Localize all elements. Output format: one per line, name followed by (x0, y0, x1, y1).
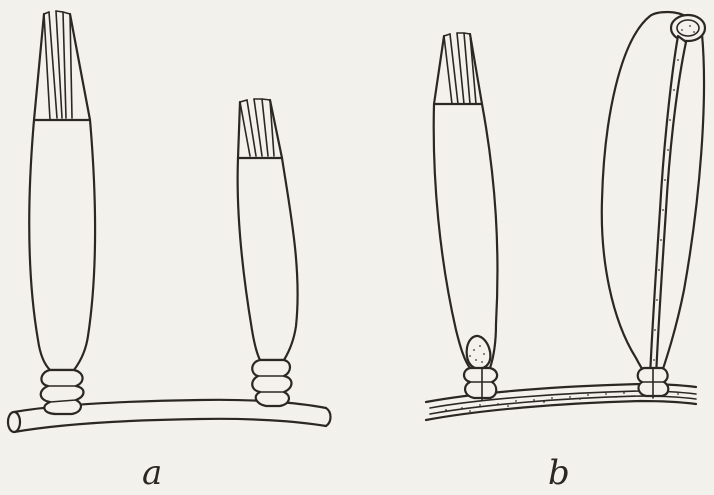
panel-b-drawing (426, 12, 705, 420)
polyp-a-left (29, 11, 95, 414)
polyp-a-right (238, 99, 298, 406)
panel-label-a: a (142, 456, 162, 490)
panel-a-drawing (8, 11, 331, 432)
gonotheca-b (602, 12, 705, 398)
polyp-b-left (434, 33, 498, 400)
panel-label-b: b (548, 456, 570, 490)
